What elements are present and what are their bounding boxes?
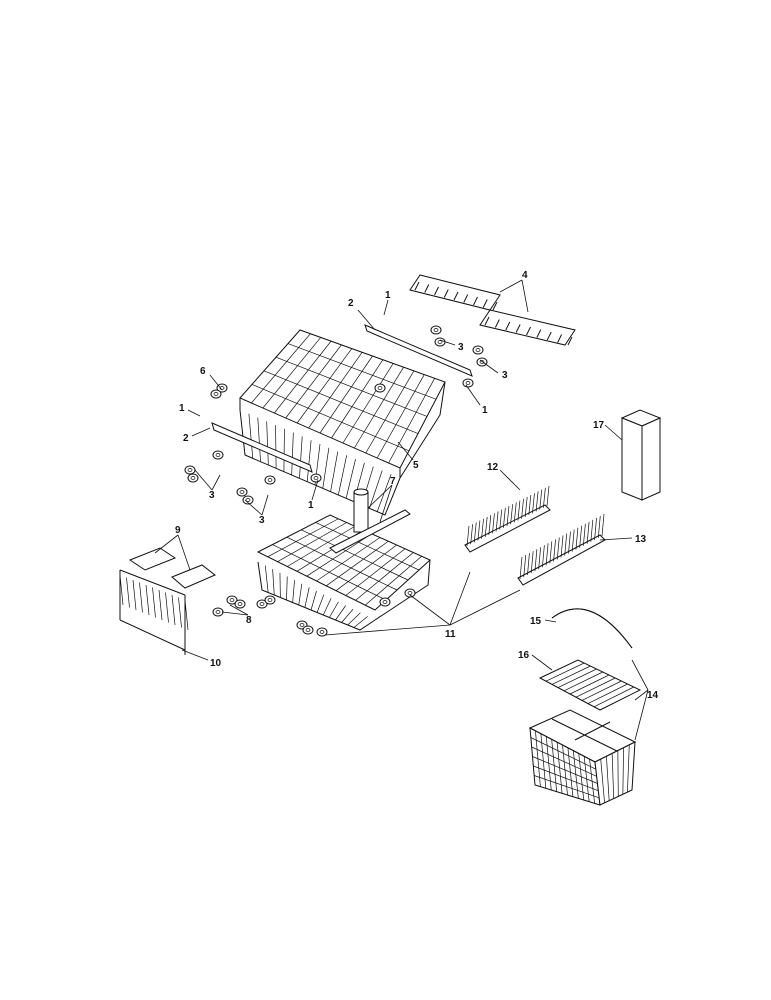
tine-row-12 — [464, 485, 551, 553]
fold-down-shelf-small — [128, 547, 216, 589]
callout-1-left: 1 — [179, 403, 185, 414]
callout-3-right-b: 3 — [502, 370, 508, 381]
rail-upper-right — [364, 324, 473, 377]
callout-17: 17 — [593, 420, 605, 431]
callout-13: 13 — [635, 534, 647, 545]
callout-3-left-a: 3 — [209, 490, 215, 501]
callout-labels: 1 2 4 3 3 1 6 1 2 3 3 1 5 7 9 8 10 11 12… — [175, 270, 659, 701]
fold-down-tine-assembly — [119, 569, 189, 655]
callout-8: 8 — [246, 615, 252, 626]
callout-15: 15 — [530, 616, 542, 627]
callout-1-mid: 1 — [308, 500, 314, 511]
tine-row-13 — [517, 513, 606, 586]
basket-handle — [551, 608, 633, 649]
leader-lines — [154, 279, 649, 741]
callout-3-right-a: 3 — [458, 342, 464, 353]
callout-7: 7 — [390, 476, 396, 487]
basket-lid — [538, 659, 642, 711]
silverware-cover — [620, 409, 662, 501]
upper-rack — [239, 329, 446, 516]
callout-6: 6 — [200, 366, 206, 377]
callout-11: 11 — [445, 629, 456, 640]
lower-rack — [256, 514, 431, 631]
callout-12: 12 — [487, 462, 499, 473]
callout-2-top: 2 — [348, 298, 354, 309]
callout-1-top: 1 — [385, 290, 391, 301]
rollers — [184, 325, 488, 637]
callout-3-left-b: 3 — [259, 515, 265, 526]
rail-left — [211, 422, 313, 473]
callout-14: 14 — [647, 690, 659, 701]
silverware-basket — [528, 709, 637, 806]
spray-tube — [329, 488, 411, 554]
callout-16: 16 — [518, 650, 530, 661]
callout-5: 5 — [413, 460, 419, 471]
callout-4: 4 — [522, 270, 528, 281]
cup-shelf-top — [409, 274, 501, 311]
callout-9: 9 — [175, 525, 181, 536]
callout-1-right: 1 — [482, 405, 488, 416]
callout-10: 10 — [210, 658, 222, 669]
cup-shelf-bottom — [479, 309, 576, 346]
callout-2-left: 2 — [183, 433, 189, 444]
